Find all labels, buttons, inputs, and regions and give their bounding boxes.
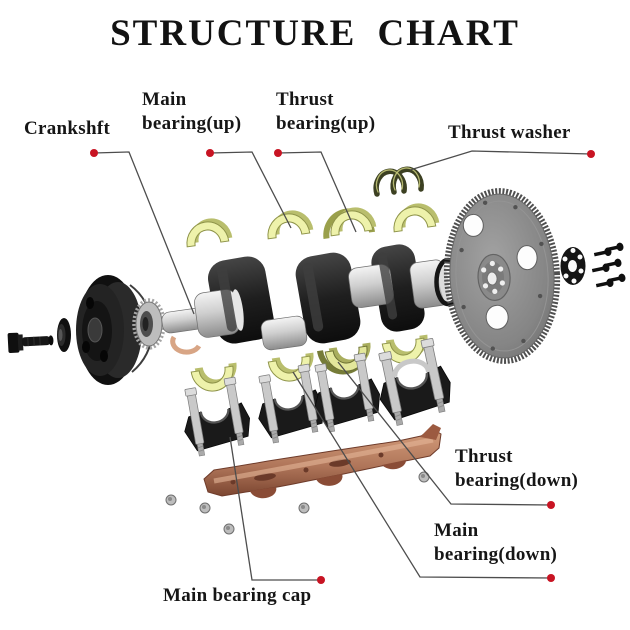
marker-dot [274, 149, 282, 157]
crankshaft-render [161, 244, 450, 351]
leader-main-bearing-cap [229, 436, 321, 581]
marker-dot [317, 576, 325, 584]
leader-thrust-bearing-up [277, 151, 357, 233]
leader-thrust-washer [409, 150, 592, 171]
label-main-bearing-down: Main bearing(down) [434, 520, 558, 565]
crank-pulley [76, 275, 154, 385]
marker-dot [547, 501, 555, 509]
thrust-washers [373, 166, 424, 197]
crank-washer [57, 318, 71, 352]
label-main-bearing-cap: Main bearing cap [163, 585, 312, 606]
leader-lines [93, 150, 592, 581]
label-main-bearing-up: Main bearing(up) [142, 89, 242, 134]
page-title: STRUCTURE CHART [110, 13, 520, 54]
label-thrust-bearing-up: Thrust bearing(up) [276, 89, 376, 134]
flywheel-bolts [591, 242, 626, 288]
timing-gear [132, 298, 166, 350]
leader-main-bearing-up [209, 151, 292, 229]
flywheel [443, 188, 561, 364]
tray-nuts [165, 471, 430, 535]
main-bearing-up-shells [183, 200, 440, 248]
label-thrust-washer: Thrust washer [448, 122, 571, 143]
adapter-plate [560, 247, 586, 285]
windage-tray [203, 424, 442, 499]
thrust-washer-lower [170, 335, 202, 355]
thrust-bearing-up-shell [319, 204, 377, 239]
leader-crankshaft [93, 151, 195, 315]
label-thrust-bearing-down: Thrust bearing(down) [455, 446, 579, 491]
marker-dot [206, 149, 214, 157]
marker-dot [587, 150, 595, 158]
marker-dots [90, 149, 595, 584]
leader-thrust-bearing-down [337, 361, 552, 506]
leader-main-bearing-down [292, 371, 552, 579]
main-bearing-caps [175, 335, 458, 459]
marker-dot [90, 149, 98, 157]
marker-dot [547, 574, 555, 582]
label-crankshaft: Crankshft [24, 118, 111, 139]
crank-bolt [7, 332, 54, 354]
